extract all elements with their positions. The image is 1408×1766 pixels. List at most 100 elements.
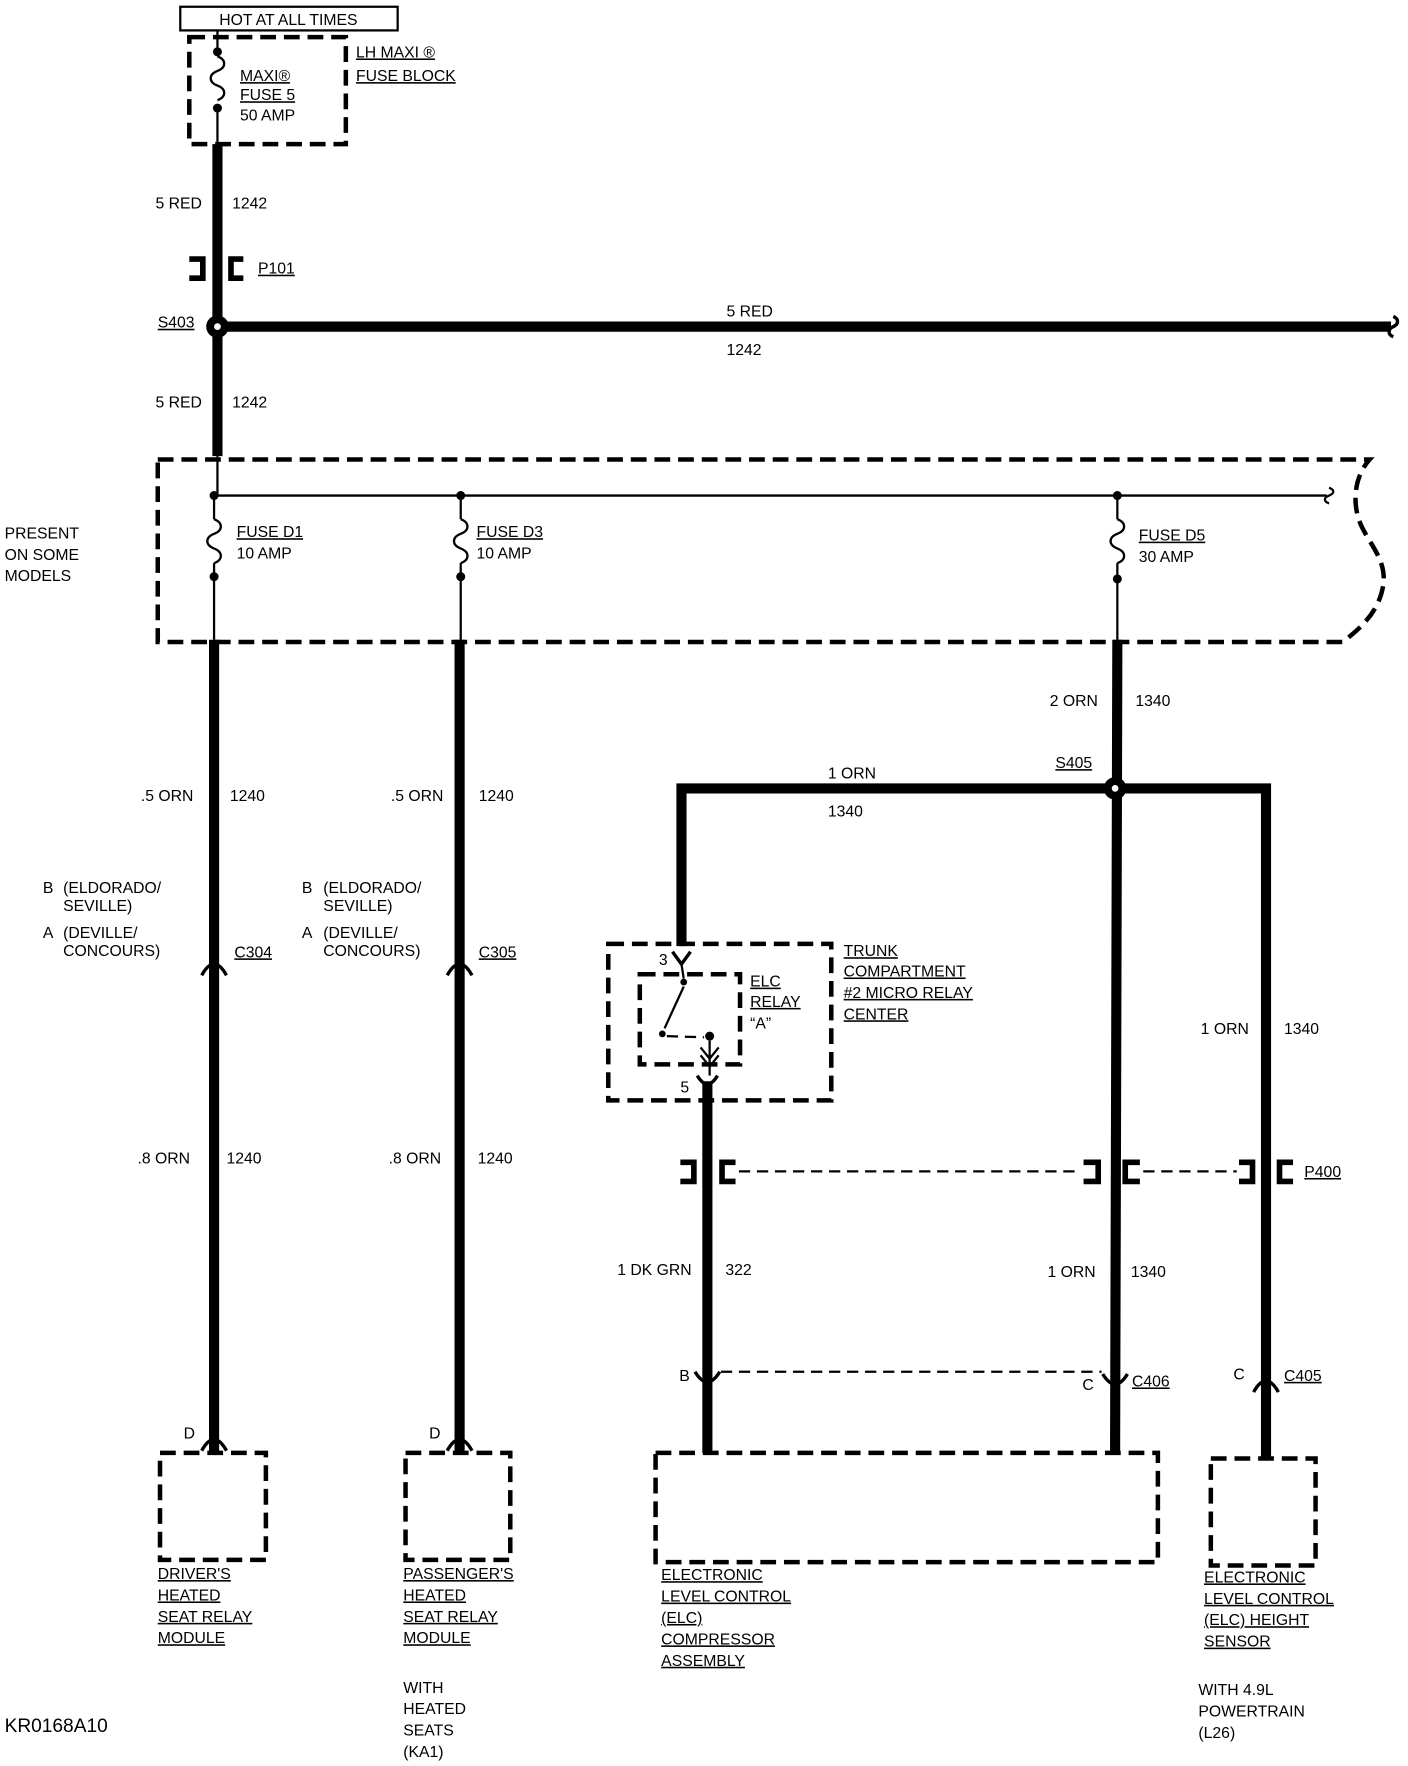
wire-1340-compressor-color: 1 ORN bbox=[1048, 1264, 1096, 1281]
maxi-fuse-block-title: LH MAXI ® bbox=[356, 44, 435, 61]
fuse-block-note-line1: PRESENT bbox=[5, 525, 80, 542]
relay-pin-3: 3 bbox=[659, 952, 668, 969]
height-sensor-label-line4: SENSOR bbox=[1204, 1634, 1271, 1651]
fuse-d1-name: FUSE D1 bbox=[237, 524, 304, 541]
wire-1240-passenger-upper-circuit: 1240 bbox=[479, 788, 514, 805]
relay-coil-terminal bbox=[705, 1031, 715, 1041]
relay-contact-fixed bbox=[680, 978, 688, 986]
bus-continuation-icon bbox=[1323, 486, 1335, 505]
fuse-d3-icon bbox=[452, 518, 469, 565]
c305-pin-b: B bbox=[302, 880, 313, 897]
p400-connector-1340-left bbox=[1083, 1159, 1102, 1185]
wire-1340-main-circuit: 1340 bbox=[1135, 693, 1170, 710]
passenger-module-connector-icon bbox=[445, 1437, 474, 1452]
compressor-label-line5: ASSEMBLY bbox=[661, 1653, 745, 1670]
elc-relay-box bbox=[637, 971, 743, 1067]
wire-1240-passenger-lower-color: .8 ORN bbox=[389, 1150, 442, 1167]
c304-pin-b-models-line1: (ELDORADO/ bbox=[63, 880, 162, 897]
c406-label: C406 bbox=[1132, 1373, 1170, 1390]
height-sensor-note-line2: POWERTRAIN bbox=[1198, 1703, 1304, 1720]
wire-1340-compressor-circuit: 1340 bbox=[1131, 1264, 1166, 1281]
height-sensor-label-line3: (ELC) HEIGHT bbox=[1204, 1612, 1309, 1629]
maxi-fuse-block-subtitle: FUSE BLOCK bbox=[356, 68, 456, 85]
passenger-module-label-line2: HEATED bbox=[403, 1587, 466, 1604]
relay-pin-5: 5 bbox=[680, 1079, 689, 1096]
passenger-module-note-line2: HEATED bbox=[403, 1701, 466, 1718]
compressor-pin-b: B bbox=[679, 1368, 690, 1385]
p400-connector-322-right bbox=[719, 1159, 736, 1185]
c405-connector-icon bbox=[1252, 1379, 1280, 1393]
passenger-module-pin: D bbox=[429, 1425, 440, 1442]
c405-label: C405 bbox=[1284, 1368, 1322, 1385]
wire-1240-driver-lower-circuit: 1240 bbox=[226, 1150, 261, 1167]
height-sensor-pin-c: C bbox=[1233, 1367, 1244, 1384]
wire-1340-main-color: 2 ORN bbox=[1050, 693, 1098, 710]
passenger-module-note-line3: SEATS bbox=[403, 1723, 453, 1740]
p400-connector-1340-right bbox=[1122, 1159, 1140, 1185]
compressor-pin-c: C bbox=[1082, 1377, 1093, 1394]
relay-center-title-line1: TRUNK bbox=[844, 943, 899, 960]
wire-1240-passenger-lower-circuit: 1240 bbox=[478, 1150, 513, 1167]
c304-label: C304 bbox=[234, 944, 272, 961]
passenger-module-label-line3: SEAT RELAY bbox=[403, 1609, 498, 1626]
fuse-d1-icon bbox=[206, 518, 222, 565]
relay-output-arrow-icon bbox=[699, 1046, 720, 1069]
wire-322-circuit: 322 bbox=[725, 1262, 751, 1279]
elc-relay-label-line2: RELAY bbox=[750, 994, 801, 1011]
p101-connector-left bbox=[189, 256, 206, 282]
driver-seat-relay-module-box bbox=[157, 1450, 269, 1563]
wire-1340-sensor-color: 1 ORN bbox=[1201, 1021, 1249, 1038]
c305-pin-a-models-line1: (DEVILLE/ bbox=[323, 925, 398, 942]
diagram-id: KR0168A10 bbox=[5, 1716, 108, 1737]
passenger-module-note-line1: WITH bbox=[403, 1680, 443, 1697]
driver-module-label-line3: SEAT RELAY bbox=[158, 1609, 253, 1626]
fuse-block-optional-box bbox=[155, 457, 1386, 645]
wire-continuation-icon bbox=[1387, 314, 1400, 339]
wire-1340-relay-color: 1 ORN bbox=[828, 765, 876, 782]
wire-1340-sensor-circuit: 1340 bbox=[1284, 1021, 1319, 1038]
fuse-d5-icon bbox=[1109, 518, 1126, 565]
compressor-label-line3: (ELC) bbox=[661, 1610, 702, 1627]
height-sensor-label-line1: ELECTRONIC bbox=[1204, 1569, 1306, 1586]
relay-center-title-line4: CENTER bbox=[844, 1006, 909, 1023]
fuse-d3-rating: 10 AMP bbox=[476, 546, 531, 563]
passenger-seat-relay-module-box bbox=[403, 1450, 513, 1563]
driver-module-pin: D bbox=[184, 1425, 195, 1442]
fuse-d1-rating: 10 AMP bbox=[237, 546, 292, 563]
fuse-block-note-line3: MODELS bbox=[5, 568, 72, 585]
wire-1240-driver-upper-color: .5 ORN bbox=[141, 788, 194, 805]
wire-1240-driver-upper-circuit: 1240 bbox=[230, 788, 265, 805]
relay-switch-pivot bbox=[658, 1030, 666, 1038]
elc-relay-label-line1: ELC bbox=[750, 974, 781, 991]
s405-label: S405 bbox=[1055, 755, 1092, 772]
driver-module-label-line4: MODULE bbox=[158, 1630, 225, 1647]
c304-pin-a-models-line1: (DEVILLE/ bbox=[63, 925, 138, 942]
elc-relay-label-line3: “A” bbox=[750, 1015, 771, 1032]
relay-pin-3-connector-icon bbox=[671, 950, 692, 967]
passenger-module-note-line4: (KA1) bbox=[403, 1744, 443, 1761]
relay-center-title-line2: COMPARTMENT bbox=[844, 963, 966, 980]
passenger-module-label-line1: PASSENGER'S bbox=[403, 1566, 513, 1583]
height-sensor-note-line1: WITH 4.9L bbox=[1198, 1682, 1274, 1699]
maxi-fuse-block-box bbox=[187, 34, 349, 147]
fuse-d5-name: FUSE D5 bbox=[1139, 528, 1206, 545]
c304-pin-a-models-line2: CONCOURS) bbox=[63, 943, 160, 960]
c304-connector-icon bbox=[200, 962, 228, 977]
power-source-label: HOT AT ALL TIMES bbox=[219, 12, 357, 29]
p101-label: P101 bbox=[258, 261, 295, 278]
elc-compressor-box bbox=[653, 1450, 1161, 1565]
c304-pin-b: B bbox=[43, 880, 54, 897]
c305-pin-b-models-line1: (ELDORADO/ bbox=[323, 880, 422, 897]
compressor-label-line2: LEVEL CONTROL bbox=[661, 1589, 791, 1606]
relay-switch-arm bbox=[663, 986, 685, 1029]
relay-coil-link bbox=[666, 1035, 705, 1039]
driver-module-label-line1: DRIVER'S bbox=[158, 1566, 231, 1583]
p101-connector-right bbox=[228, 256, 244, 282]
wire-1340-main bbox=[1110, 639, 1123, 1453]
wire-1242-branch-circuit: 1242 bbox=[727, 342, 762, 359]
maxi-fuse-type: MAXI® bbox=[240, 68, 291, 85]
wire-1242-branch-color: 5 RED bbox=[727, 303, 773, 320]
compressor-pin-c-connector-icon bbox=[1101, 1373, 1129, 1386]
compressor-label-line4: COMPRESSOR bbox=[661, 1631, 775, 1648]
c305-connector-icon bbox=[445, 962, 474, 977]
